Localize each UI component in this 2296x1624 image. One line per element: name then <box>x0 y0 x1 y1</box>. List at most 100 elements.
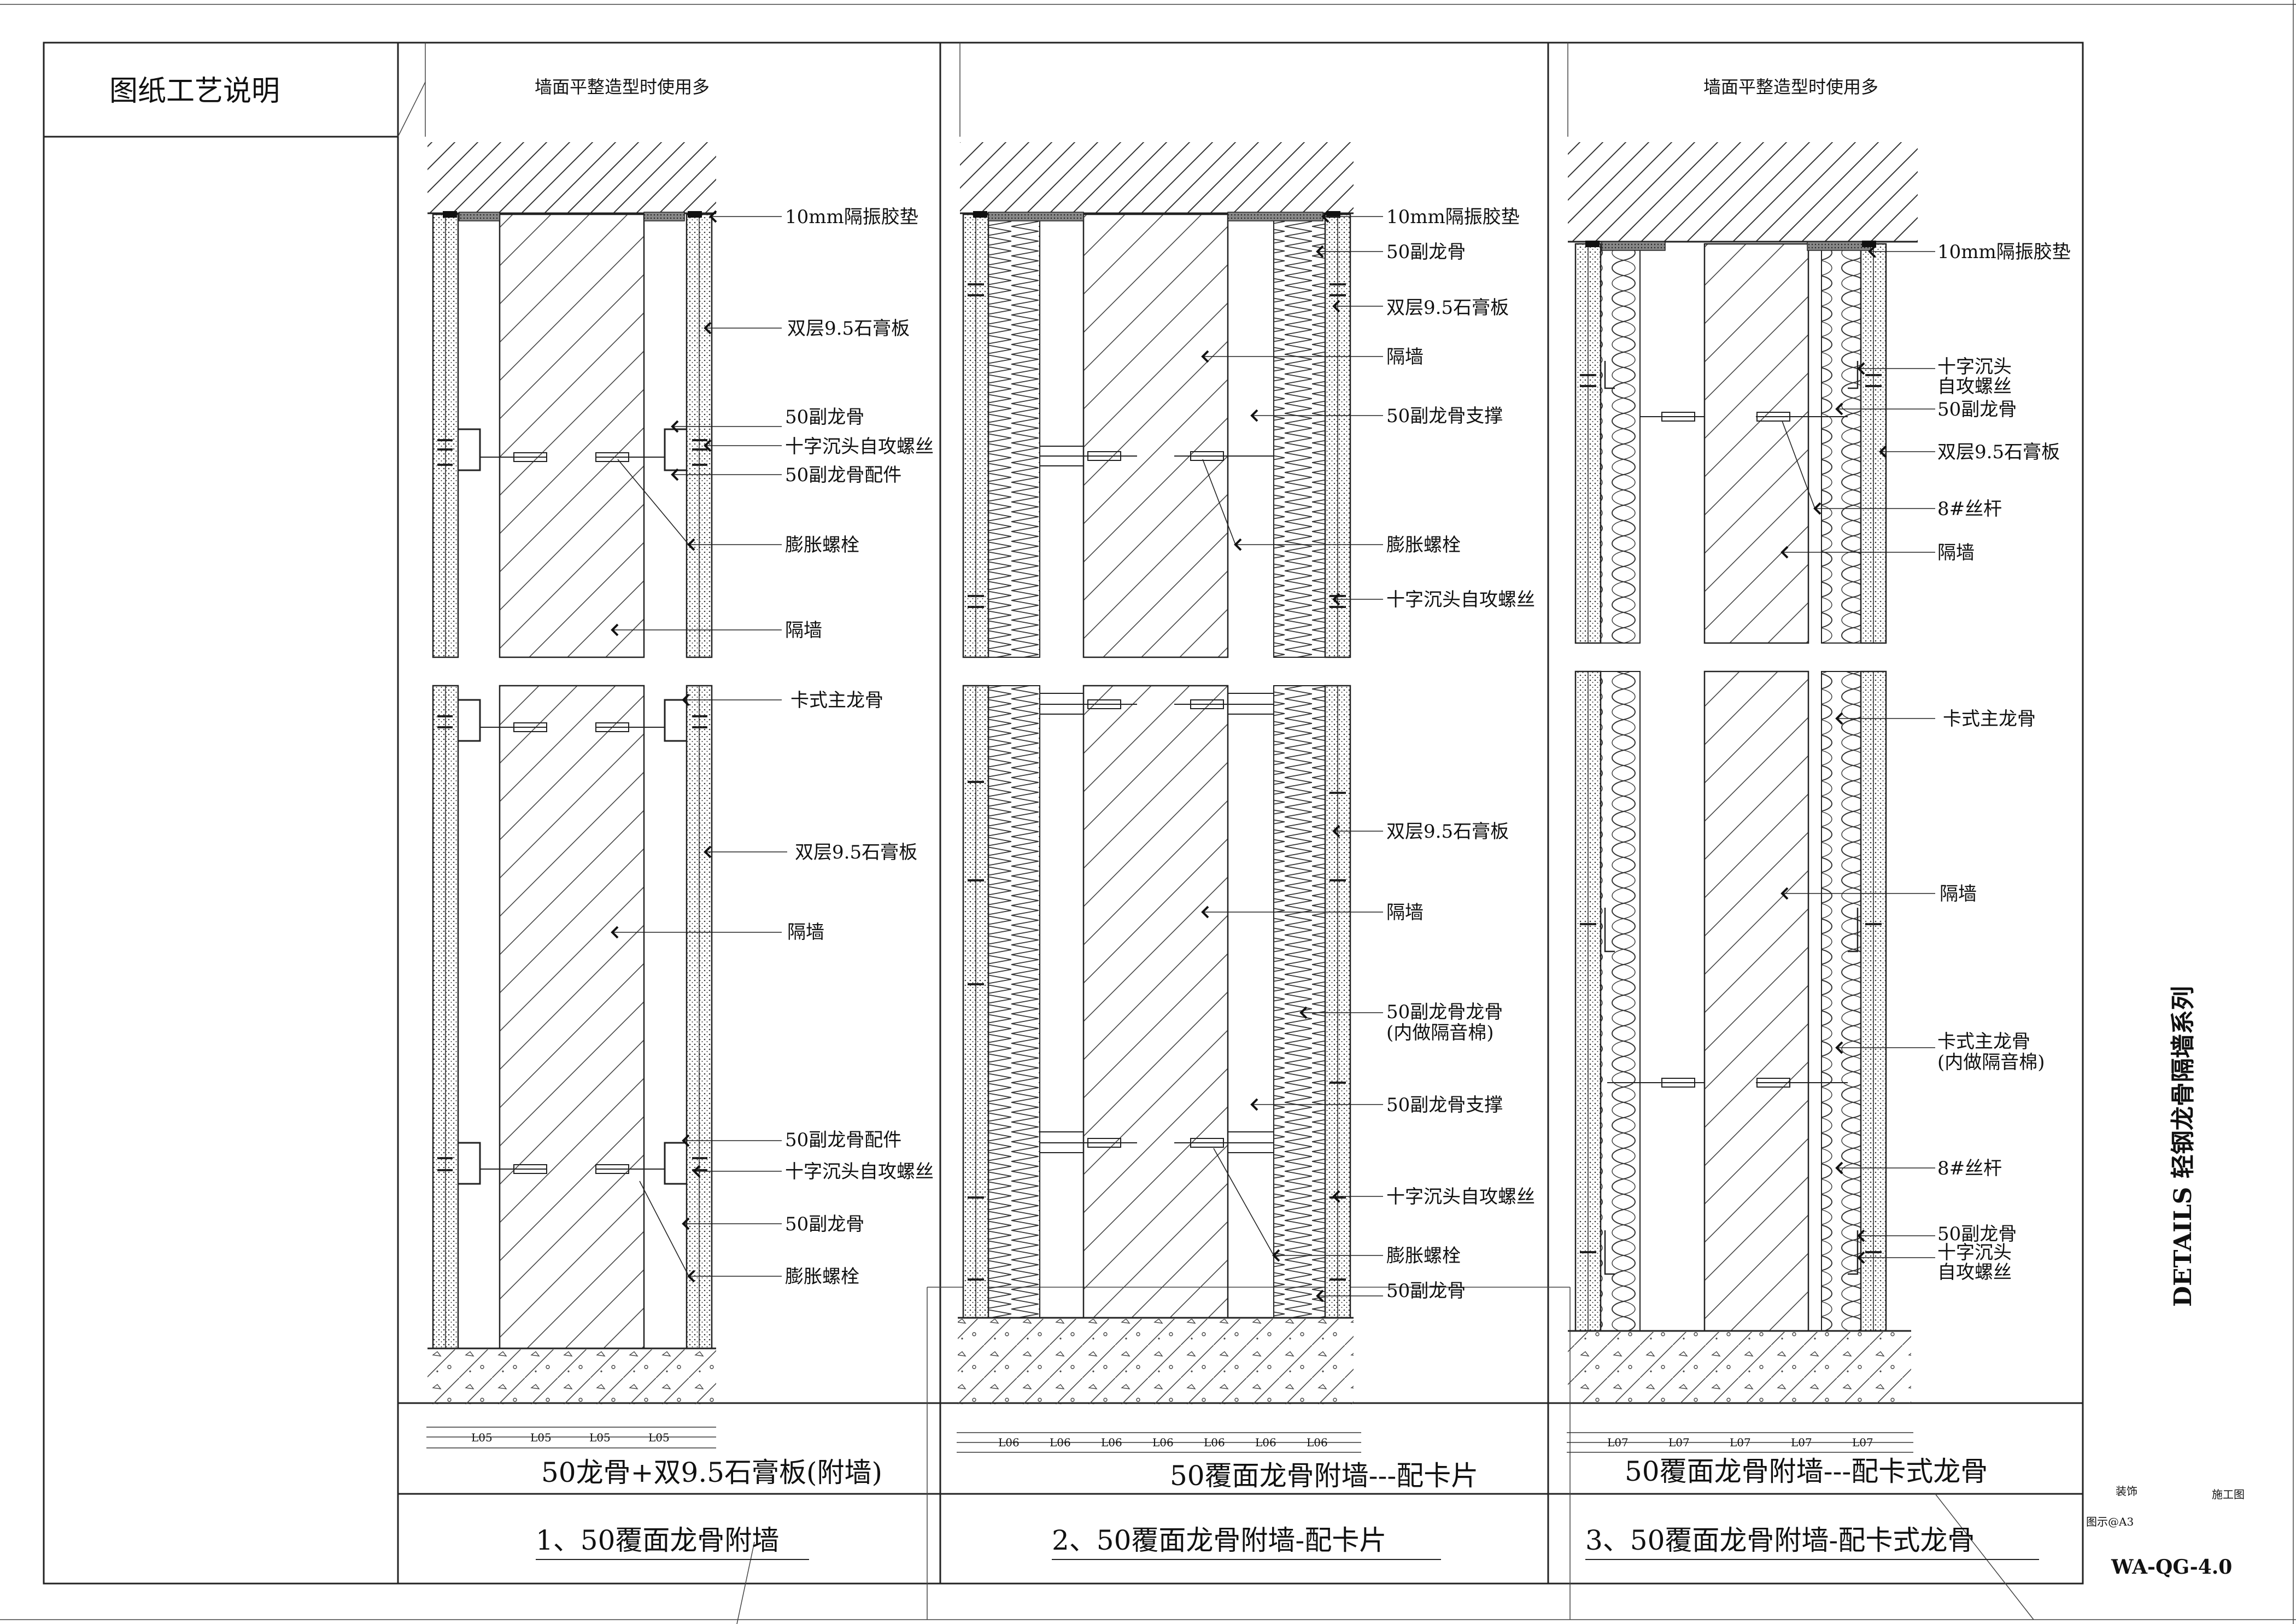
panel-3-header: 墙面平整造型时使用多 <box>1703 77 1878 97</box>
panel-3-dim-4: L07 <box>1791 1436 1812 1449</box>
panel-2-label-8: 双层9.5石膏板 <box>1386 821 1509 843</box>
panel-3-dim-1: L07 <box>1607 1436 1629 1449</box>
panel-1-label-1: 10mm隔振胶垫 <box>785 206 918 228</box>
stamp-row2: 图示@A3 <box>2086 1515 2134 1528</box>
panel-3-upper-section <box>1574 241 1887 644</box>
leader-arrow-icon <box>1857 1251 1865 1264</box>
panel-2-label-9: 隔墙 <box>1386 902 1424 924</box>
leader-arrow-icon <box>1272 1249 1280 1262</box>
panel-1-dim-2: L05 <box>530 1431 552 1444</box>
panel-2-dim-5: L06 <box>1204 1436 1225 1449</box>
panel-3-subtitle: 50覆面龙骨附墙---配卡式龙骨 <box>1625 1456 1988 1487</box>
panel-2-label-6: 膨胀螺栓 <box>1386 534 1461 556</box>
leader-arrow-icon <box>1234 538 1242 551</box>
leader-arrow-icon <box>704 322 712 335</box>
leader-arrow-icon <box>709 210 717 223</box>
panel-2-label-15: 50副龙骨 <box>1386 1280 1466 1302</box>
panel-1-lower-section <box>432 685 713 1350</box>
panel-3-label-9: 隔墙 <box>1940 883 1977 905</box>
leader-arrow-icon <box>682 1134 690 1147</box>
panel-3-label-11: (内做隔音棉) <box>1937 1051 2045 1073</box>
leader-arrow-icon <box>671 468 679 481</box>
panel-1-label-12: 十字沉头自攻螺丝 <box>785 1161 934 1183</box>
leader-arrow-icon <box>1332 300 1340 313</box>
panel-2-label-5: 50副龙骨支撑 <box>1386 405 1503 427</box>
leader-arrow-icon <box>1835 1161 1843 1175</box>
panel-3-lower-section <box>1574 670 1887 1332</box>
panel-3-dim-5: L07 <box>1852 1436 1873 1449</box>
drawing-code: WA-QG-4.0 <box>2111 1556 2232 1579</box>
panel-3: 墙面平整造型时使用多 <box>1567 77 2071 1560</box>
panel-1-label-9: 双层9.5石膏板 <box>795 842 917 863</box>
leader-arrow-icon <box>1868 245 1876 258</box>
leader-arrow-icon <box>687 1270 695 1283</box>
panel-2-title: 2、50覆面龙骨附墙-配卡片 <box>1052 1524 1386 1556</box>
panel-2-dim-3: L06 <box>1101 1436 1122 1449</box>
panel-3-label-13: 50副龙骨 <box>1937 1223 2017 1245</box>
panel-2-ceiling-hatch <box>960 142 1354 213</box>
panel-1-label-3: 50副龙骨 <box>785 406 864 428</box>
panel-1-label-8: 卡式主龙骨 <box>790 690 883 711</box>
panel-2-label-12: 50副龙骨支撑 <box>1386 1094 1503 1116</box>
panel-3-label-12: 8#丝杆 <box>1937 1158 2002 1179</box>
panel-1: 墙面平整造型时使用多 <box>426 77 934 1560</box>
panel-2-label-3: 双层9.5石膏板 <box>1386 297 1509 319</box>
leader-arrow-icon <box>1299 1006 1308 1019</box>
panel-2-subtitle: 50覆面龙骨附墙---配卡片 <box>1170 1460 1478 1492</box>
leader-arrow-icon <box>704 439 712 452</box>
panel-2-dim-2: L06 <box>1050 1436 1071 1449</box>
panel-2-lower-section <box>962 685 1351 1319</box>
leader-arrow-icon <box>1835 712 1843 725</box>
leader-arrow-icon <box>682 693 690 706</box>
leader-arrow-icon <box>1835 1041 1843 1054</box>
panel-3-floor <box>1568 1332 1911 1403</box>
panel-3-label-10: 卡式主龙骨 <box>1937 1031 2030 1053</box>
side-title: DETAILS 轻钢龙骨隔墙系列 <box>2169 986 2197 1307</box>
panel-2-label-4: 隔墙 <box>1386 346 1424 368</box>
leader-arrow-icon <box>1332 825 1340 838</box>
leader-arrow-icon <box>1332 1190 1340 1203</box>
panel-2-label-14: 膨胀螺栓 <box>1386 1245 1461 1267</box>
panel-2-dim-6: L06 <box>1255 1436 1276 1449</box>
panel-3-dimension-strip <box>1567 1432 1913 1453</box>
leader-arrow-icon <box>1780 887 1789 900</box>
panel-3-dim-3: L07 <box>1730 1436 1751 1449</box>
title-block: DETAILS 轻钢龙骨隔墙系列 装饰 施工图 图示@A3 WA-QG-4.0 <box>2086 986 2245 1579</box>
panel-2-label-13: 十字沉头自攻螺丝 <box>1386 1186 1535 1208</box>
panel-3-ceiling-hatch <box>1568 142 1918 242</box>
panel-2-label-2: 50副龙骨 <box>1386 241 1466 263</box>
leader-arrow-icon <box>1857 1229 1865 1242</box>
panel-3-label-2: 十字沉头 <box>1937 356 2012 378</box>
panel-1-subtitle: 50龙骨+双9.5石膏板(附墙) <box>541 1457 882 1488</box>
panel-1-label-5: 50副龙骨配件 <box>785 464 901 486</box>
panel-2-dim-1: L06 <box>998 1436 1020 1449</box>
leader-arrow-icon <box>1316 245 1324 258</box>
leader-arrow-icon <box>1813 502 1821 515</box>
notes-title: 图纸工艺说明 <box>109 75 280 108</box>
panel-1-label-13: 50副龙骨 <box>785 1213 864 1235</box>
leader-arrow-icon <box>693 1165 701 1178</box>
panel-3-dim-2: L07 <box>1668 1436 1690 1449</box>
panel-2-dim-4: L06 <box>1152 1436 1174 1449</box>
panel-3-label-15: 自攻螺丝 <box>1937 1261 2012 1283</box>
panel-2-dimension-strip <box>957 1432 1361 1453</box>
panel-2-floor <box>958 1319 1354 1404</box>
panel-1-dimension-strip <box>426 1427 716 1448</box>
panel-2-label-10: 50副龙骨龙骨 <box>1386 1001 1503 1023</box>
leader-arrow-icon <box>1201 350 1209 363</box>
panel-3-label-7: 隔墙 <box>1937 542 1975 564</box>
panel-3-label-14: 十字沉头 <box>1937 1242 2012 1264</box>
leader-arrow-icon <box>1316 1289 1324 1302</box>
leader-arrow-icon <box>1835 402 1843 416</box>
stamp-row1-right: 施工图 <box>2212 1488 2245 1501</box>
panel-1-label-11: 50副龙骨配件 <box>785 1129 901 1151</box>
panel-2: L06 L06 L06 L06 L06 L06 L06 10mm隔振胶垫 50副… <box>957 142 1535 1560</box>
panel-1-label-6: 膨胀螺栓 <box>785 534 859 556</box>
leader-arrow-icon <box>1332 593 1340 606</box>
leader-arrow-icon <box>671 420 679 433</box>
panel-1-ceiling-hatch <box>427 142 716 213</box>
panel-1-leaders <box>612 216 787 1277</box>
leader-arrow-icon <box>1857 362 1865 375</box>
panel-2-dim-7: L06 <box>1307 1436 1328 1449</box>
panel-1-upper-section <box>432 211 713 658</box>
